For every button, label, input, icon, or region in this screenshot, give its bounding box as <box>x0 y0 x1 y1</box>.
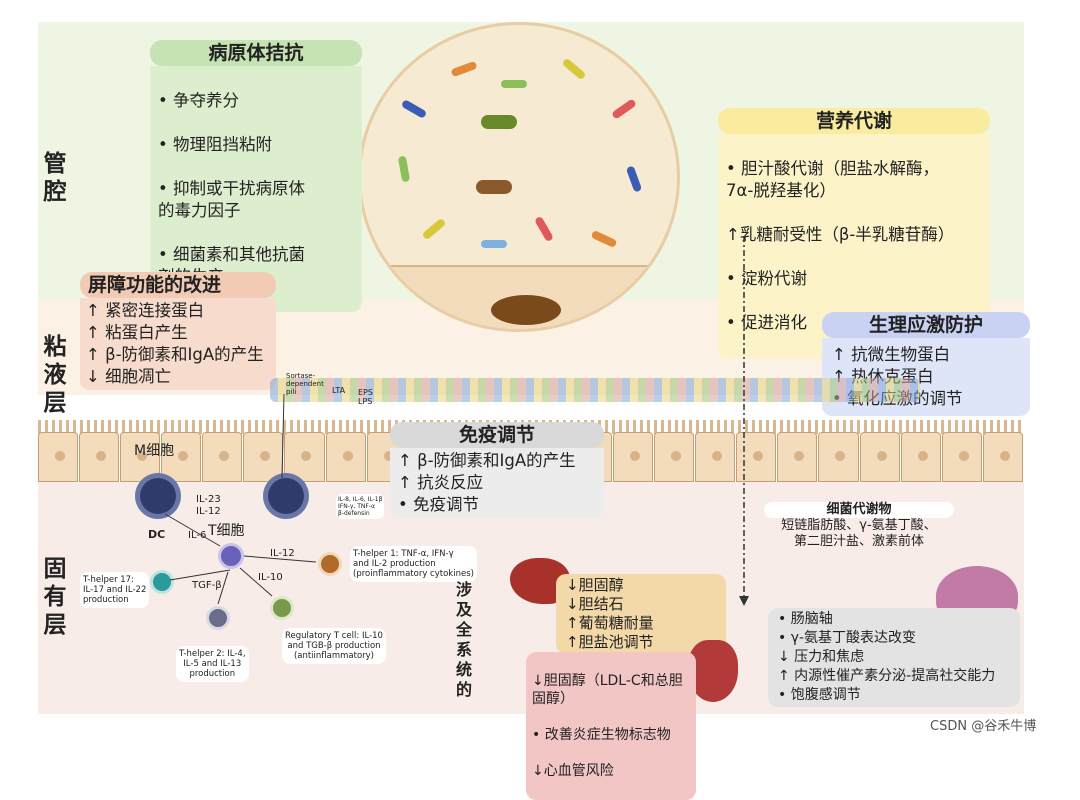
pathogen-title: 病原体拮抗 <box>150 40 362 66</box>
th17-label: T-helper 17: IL-17 and IL-22 production <box>80 572 150 608</box>
dendritic-cell <box>268 478 304 514</box>
brain-item: • γ-氨基丁酸表达改变 <box>778 630 917 646</box>
il6-label: IL-6 <box>188 530 207 541</box>
tgf-label: TGF-β <box>192 580 222 591</box>
sortase-label: Sortase- dependent pili <box>286 372 324 396</box>
t-cell-label: T细胞 <box>208 523 245 539</box>
mucus-layer-bacteria <box>270 378 920 402</box>
brain-effects-box: • 肠脑轴 • γ-氨基丁酸表达改变 ↓ 压力和焦虑 ↑ 内源性催产素分泌-提高… <box>768 608 1020 707</box>
immune-regulation-box: 免疫调节 ↑ β-防御素和IgA的产生 ↑ 抗炎反应 • 免疫调节 <box>390 422 604 518</box>
stress-title: 生理应激防护 <box>822 312 1030 338</box>
liver-item: ↑葡萄糖耐量 <box>566 614 654 632</box>
nutrition-item: • 促进消化 <box>726 313 807 332</box>
nutrition-title: 营养代谢 <box>718 108 990 134</box>
heart-item: ↓心血管风险 <box>532 763 614 779</box>
th1-label: T-helper 1: TNF-α, IFN-γ and IL-2 produc… <box>350 546 477 582</box>
immune-item: ↑ 抗炎反应 <box>398 473 484 492</box>
brain-item: ↑ 内源性催产素分泌-提高社交能力 <box>778 668 996 684</box>
il12-label: IL-12 <box>270 548 295 559</box>
pathogen-antagonism-box: 病原体拮抗 • 争夺养分 • 物理阻挡粘附 • 抑制或干扰病原体 的毒力因子 •… <box>150 40 362 312</box>
zone-mucus-label: 粘 液 层 <box>43 334 67 416</box>
brain-item: • 肠脑轴 <box>778 611 833 627</box>
metabolites-text: 短链脂肪酸、γ-氨基丁酸、 第二胆汁盐、激素前体 <box>781 518 937 549</box>
th2-cell <box>206 606 230 630</box>
th1-cell <box>318 552 342 576</box>
treg-label: Regulatory T cell: IL-10 and TGB-β produ… <box>282 628 386 664</box>
stress-item: ↑ 抗微生物蛋白 <box>832 345 951 364</box>
eps-lps-label: EPS LPS <box>358 388 373 406</box>
th2-label: T-helper 2: IL-4, IL-5 and IL-13 product… <box>176 646 249 682</box>
barrier-function-box: 屏障功能的改进 ↑ 紧密连接蛋白 ↑ 粘蛋白产生 ↑ β-防御素和IgA的产生 … <box>80 272 276 390</box>
th17-cell <box>150 570 174 594</box>
brain-item: ↓ 压力和焦虑 <box>778 649 865 665</box>
microbiota-illustration <box>358 22 680 332</box>
barrier-title: 屏障功能的改进 <box>80 272 276 298</box>
lta-label: LTA <box>332 386 346 395</box>
barrier-item: ↑ β-防御素和IgA的产生 <box>86 345 264 364</box>
heart-item: ↓胆固醇（LDL-C和总胆 固醇） <box>532 673 683 707</box>
metabolites-title: 细菌代谢物 <box>764 502 954 518</box>
heart-icon <box>688 640 738 702</box>
systemic-label: 涉 及 全 系 统 的 <box>455 580 472 699</box>
immune-title: 免疫调节 <box>390 422 604 448</box>
barrier-item: ↑ 紧密连接蛋白 <box>86 301 205 320</box>
immune-item: • 免疫调节 <box>398 495 479 514</box>
treg-cell <box>270 596 294 620</box>
il23-label: IL-23 IL-12 <box>196 494 221 517</box>
connector-arrows <box>164 236 749 606</box>
il10-label: IL-10 <box>258 572 283 583</box>
watermark: CSDN @谷禾牛博 <box>930 719 1037 734</box>
m-cell-label: M细胞 <box>134 443 175 459</box>
barrier-item: ↑ 粘蛋白产生 <box>86 323 188 342</box>
heart-effects-box: ↓胆固醇（LDL-C和总胆 固醇） • 改善炎症生物标志物 ↓心血管风险 <box>526 652 696 800</box>
dendritic-cell <box>140 478 176 514</box>
barrier-item: ↓ 细胞凋亡 <box>86 367 172 386</box>
t-cell <box>218 543 244 569</box>
liver-item: ↓胆固醇 <box>566 576 624 594</box>
nutrition-item: ↑乳糖耐受性（β-半乳糖苷酶） <box>726 225 955 244</box>
cytokine-label: IL-8, IL-6, IL-1β IFN-γ, TNF-α β-defensi… <box>336 494 385 519</box>
bacterial-metabolites-box: 细菌代谢物 短链脂肪酸、γ-氨基丁酸、 第二胆汁盐、激素前体 <box>764 502 954 550</box>
pathogen-item: • 争夺养分 <box>158 91 239 110</box>
brain-item: • 饱腹感调节 <box>778 687 861 703</box>
pathogen-item: • 物理阻挡粘附 <box>158 135 272 154</box>
liver-item: ↓胆结石 <box>566 595 624 613</box>
stress-protection-box: 生理应激防护 ↑ 抗微生物蛋白 ↑ 热休克蛋白 • 氧化应激的调节 <box>822 312 1030 416</box>
zone-lumen-label: 管 腔 <box>43 151 67 205</box>
pathogen-item: • 抑制或干扰病原体 的毒力因子 <box>158 179 305 220</box>
nutrition-item: • 胆汁酸代谢（胆盐水解酶， 7α-脱羟基化） <box>726 159 939 200</box>
zone-lamina-label: 固 有 层 <box>43 556 67 638</box>
liver-item: ↑胆盐池调节 <box>566 633 654 651</box>
immune-item: ↑ β-防御素和IgA的产生 <box>398 451 576 470</box>
nutrition-item: • 淀粉代谢 <box>726 269 807 288</box>
liver-effects-box: ↓胆固醇 ↓胆结石 ↑葡萄糖耐量 ↑胆盐池调节 <box>556 574 726 654</box>
heart-item: • 改善炎症生物标志物 <box>532 727 671 743</box>
dc-label: DC <box>148 528 166 541</box>
